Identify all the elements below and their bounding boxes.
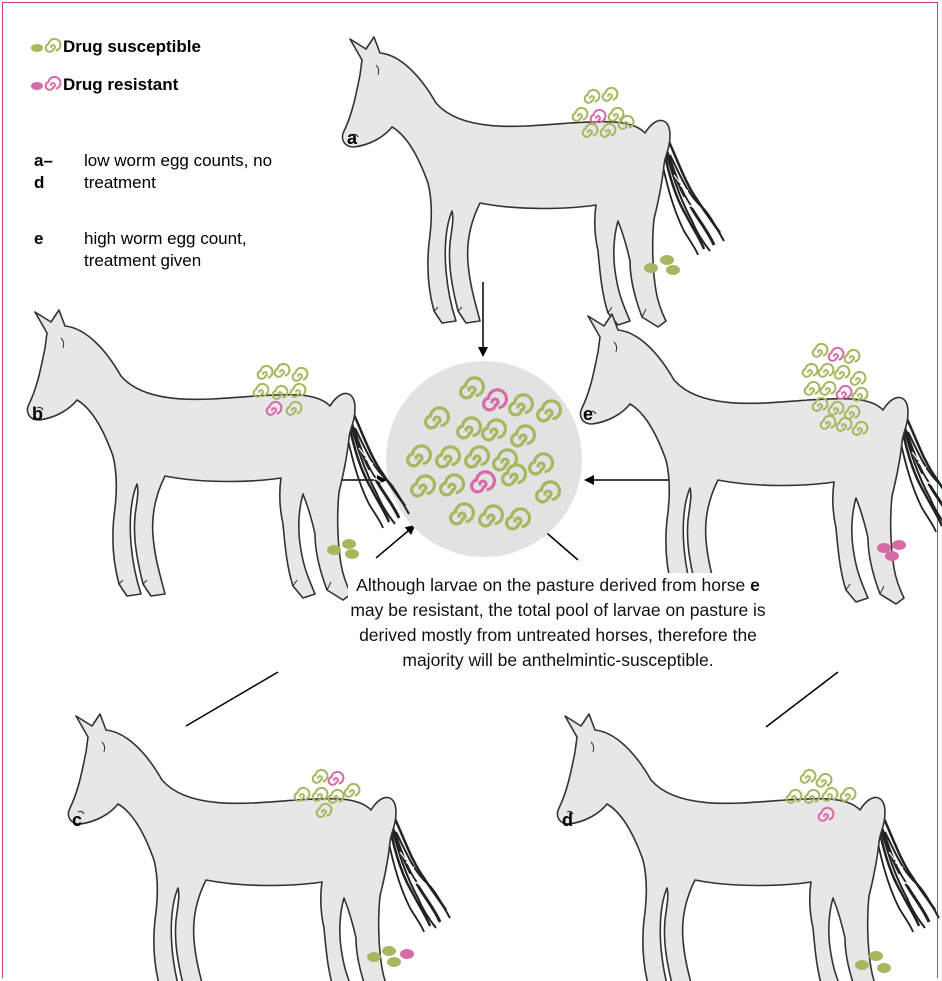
caption-part2: may be resistant, the total pool of larv… — [350, 600, 765, 670]
dung-pellet — [660, 255, 674, 265]
horse-e-larva — [803, 364, 818, 377]
horse-e-larva — [805, 382, 820, 395]
horse-e-larva — [845, 350, 860, 363]
legend-susceptible: Drug susceptible — [63, 37, 201, 57]
horse-d-label: d — [562, 810, 573, 831]
horse-d-larva — [841, 788, 856, 801]
horse-e-larva — [851, 372, 866, 385]
dung-pellet — [387, 957, 401, 967]
arrow-from-c — [376, 526, 414, 558]
horse-e-larva — [837, 386, 852, 399]
legend-resistant: Drug resistant — [63, 75, 178, 95]
dung-pellet — [342, 539, 356, 549]
horse-e-larva — [821, 382, 836, 395]
explanation-caption: Although larvae on the pasture derived f… — [348, 573, 768, 673]
horse-c-larva — [295, 788, 310, 801]
caption-part1: Although larvae on the pasture derived f… — [356, 575, 750, 595]
horse-e-larva — [813, 344, 828, 357]
dung-pellet — [877, 963, 891, 973]
horse-c — [68, 714, 450, 981]
dung-pellet — [327, 545, 341, 555]
horse-a-larva — [591, 110, 606, 123]
key-treated-letters: e — [34, 228, 43, 250]
horse-c-larva — [329, 772, 344, 785]
horse-d-larva — [817, 774, 832, 787]
horse-a — [342, 37, 724, 327]
horse-b-larva — [254, 384, 269, 397]
horse-d — [557, 714, 939, 981]
dung-pellet — [877, 543, 891, 553]
legend-resistant-label: Drug resistant — [63, 75, 178, 95]
horse-c-label: c — [72, 810, 82, 831]
connector-line-d — [766, 672, 838, 727]
dung-pellet — [345, 549, 359, 559]
horse-e — [580, 314, 942, 604]
horse-c-larva — [345, 784, 360, 797]
dung-pellet — [855, 960, 869, 970]
dung-pellet — [666, 265, 680, 275]
horse-a-larva — [573, 108, 588, 121]
horse-b-larva — [258, 366, 273, 379]
dung-pellet — [892, 540, 906, 550]
resistant-legend-icon — [31, 77, 60, 90]
dung-pellet — [644, 263, 658, 273]
dung-pellet — [382, 946, 396, 956]
horse-c-larva — [313, 770, 328, 783]
horse-e-label: e — [583, 404, 593, 425]
horse-e-larva — [829, 348, 844, 361]
susceptible-legend-icon — [31, 39, 60, 52]
key-untreated-description: low worm egg counts, no treatment — [84, 150, 274, 194]
dung-pellet — [367, 952, 381, 962]
horse-b-label: b — [32, 404, 43, 425]
legend-susceptible-label: Drug susceptible — [63, 37, 201, 57]
horse-b-larva — [275, 364, 290, 377]
horse-e-larva — [835, 366, 850, 379]
horse-b-larva — [293, 368, 308, 381]
key-untreated-letters: a–d — [34, 150, 53, 194]
dung-pellet — [885, 551, 899, 561]
dung-pellet — [400, 949, 414, 959]
horse-a-larva — [603, 88, 618, 101]
horse-a-label: a — [347, 128, 357, 149]
key-treated-description: high worm egg count, treatment given — [84, 228, 274, 272]
dung-pellet — [869, 951, 883, 961]
connector-line-c — [186, 672, 278, 726]
horse-a-larva — [585, 90, 600, 103]
horse-e-larva — [819, 364, 834, 377]
caption-horse-ref: e — [750, 575, 760, 595]
horse-d-larva — [801, 770, 816, 783]
